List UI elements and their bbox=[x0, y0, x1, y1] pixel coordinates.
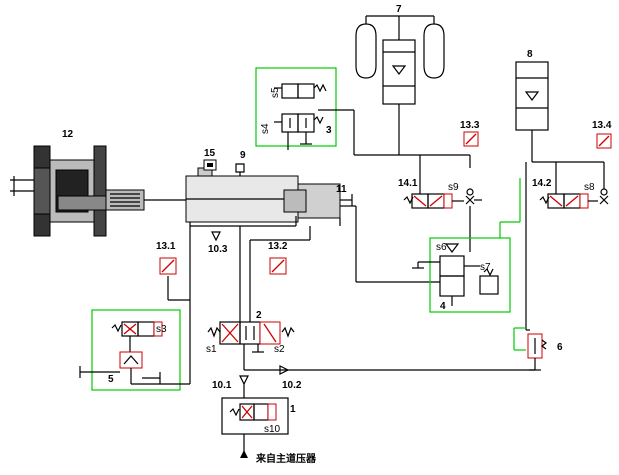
clamp-unit-12: 12 bbox=[10, 129, 188, 237]
label-13-4: 13.4 bbox=[592, 120, 612, 131]
label-3: 3 bbox=[326, 125, 332, 136]
valve-4-group: s6 s7 4 bbox=[412, 178, 521, 313]
label-2: 2 bbox=[256, 310, 262, 321]
label-8: 8 bbox=[527, 49, 533, 60]
check-valve-10-3: 10.3 bbox=[189, 222, 240, 384]
solenoid-s8: s8 bbox=[584, 182, 595, 193]
valve-5-group: s3 5 bbox=[79, 276, 190, 391]
supply-line: 10.1 10.2 bbox=[212, 365, 535, 398]
accumulator-8: 8 bbox=[515, 49, 549, 162]
solenoid-s6: s6 bbox=[436, 242, 447, 253]
solenoid-s1: s1 bbox=[206, 344, 217, 355]
solenoid-s9: s9 bbox=[448, 182, 459, 193]
label-10-1: 10.1 bbox=[212, 380, 232, 391]
relief-valve-6: 6 bbox=[513, 327, 563, 371]
label-13-3: 13.3 bbox=[460, 120, 480, 131]
label-13-2: 13.2 bbox=[268, 241, 288, 252]
sensor-9: 9 bbox=[235, 150, 246, 176]
label-5: 5 bbox=[108, 374, 114, 385]
sensor-15: 15 bbox=[203, 148, 217, 171]
solenoid-s10: s10 bbox=[264, 424, 281, 435]
label-4: 4 bbox=[440, 301, 446, 312]
source-label: 来自主道压器 bbox=[255, 452, 317, 465]
pressure-switch-13-2: 13.2 bbox=[268, 241, 288, 275]
pressure-switch-13-4: 13.4 bbox=[592, 120, 612, 149]
label-7: 7 bbox=[396, 4, 402, 15]
label-12: 12 bbox=[62, 129, 74, 140]
label-11: 11 bbox=[336, 184, 347, 195]
solenoid-s7: s7 bbox=[480, 262, 491, 273]
label-1: 1 bbox=[290, 404, 296, 415]
label-10-2: 10.2 bbox=[282, 380, 302, 391]
valve-1: s10 1 来自主道压器 bbox=[221, 397, 317, 465]
pressure-switch-13-1: 13.1 bbox=[156, 241, 177, 275]
label-9: 9 bbox=[240, 150, 246, 161]
valve-2: s1 s2 2 bbox=[206, 225, 311, 370]
label-6: 6 bbox=[557, 342, 563, 353]
valve-14-1: 14.1 s9 bbox=[398, 178, 482, 209]
label-14-2: 14.2 bbox=[532, 178, 552, 189]
label-10-3: 10.3 bbox=[208, 244, 228, 255]
label-14-1: 14.1 bbox=[398, 178, 418, 189]
valve-3-group: s5 s4 3 bbox=[255, 67, 354, 150]
solenoid-s4: s4 bbox=[260, 123, 271, 134]
cylinder-11: 11 bbox=[185, 167, 353, 226]
solenoid-s3: s3 bbox=[156, 324, 167, 335]
accumulator-7: 7 bbox=[355, 4, 445, 155]
pressure-lines bbox=[340, 110, 605, 331]
valve-14-2: 14.2 s8 bbox=[532, 168, 609, 209]
label-15: 15 bbox=[204, 148, 216, 159]
solenoid-s2: s2 bbox=[274, 344, 285, 355]
solenoid-s5: s5 bbox=[270, 87, 281, 98]
pressure-switch-13-3: 13.3 bbox=[460, 120, 480, 147]
label-13-1: 13.1 bbox=[156, 241, 176, 252]
